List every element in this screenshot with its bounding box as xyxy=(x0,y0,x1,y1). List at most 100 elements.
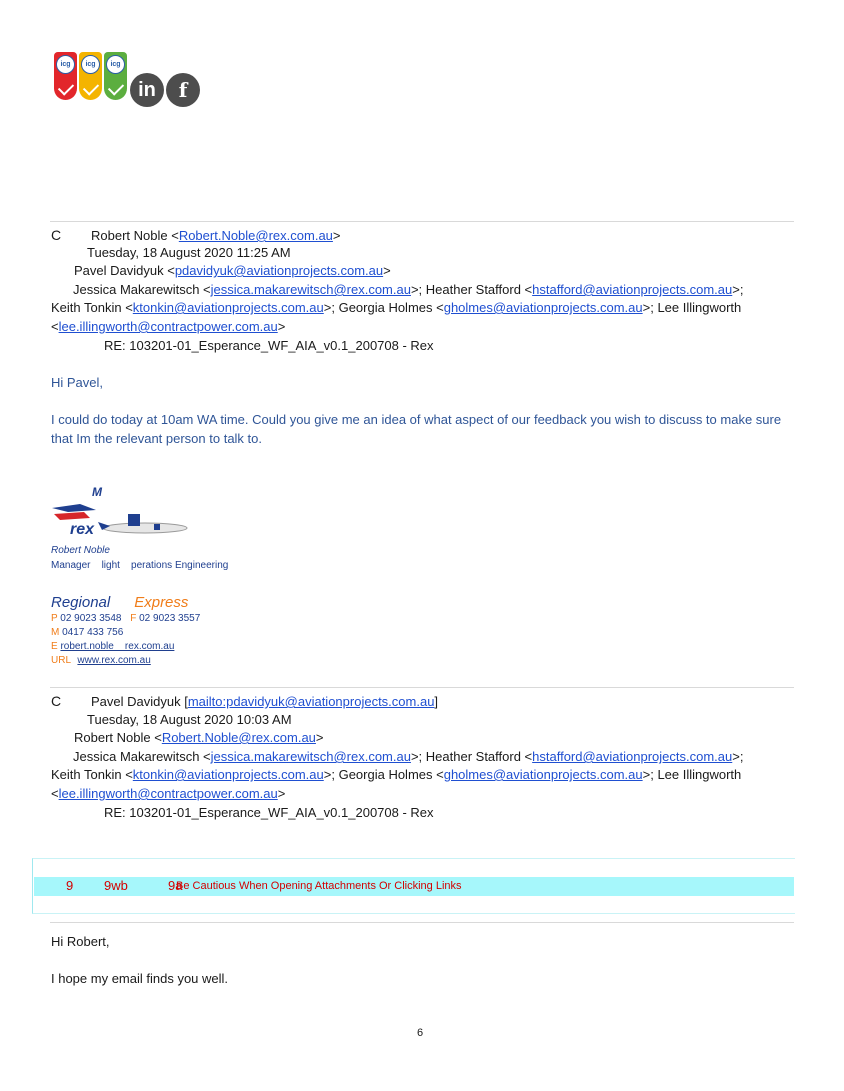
check-icon xyxy=(57,79,75,96)
email2-subject: RE: 103201-01_Esperance_WF_AIA_v0.1_2007… xyxy=(104,805,434,820)
email-line: E robert.noble rex.com.au xyxy=(51,641,190,653)
signature-url-link[interactable]: www.rex.com.au xyxy=(77,655,151,666)
cc-separator: >; Lee Illingworth xyxy=(642,300,742,315)
signature-email-link[interactable]: robert.noble rex.com.au xyxy=(60,641,175,652)
email2-cc-line2: Keith Tonkin <ktonkin@aviationprojects.c… xyxy=(51,766,741,784)
cc-email-link[interactable]: ktonkin@aviationprojects.com.au xyxy=(132,300,324,315)
facebook-icon[interactable]: f xyxy=(166,73,200,107)
fax-label: F xyxy=(130,613,137,624)
badge-label: icg xyxy=(106,55,125,74)
icg-badge-red: icg xyxy=(54,52,77,100)
icg-badge-green: icg xyxy=(104,52,127,100)
mobile-line: M 0417 433 756 xyxy=(51,627,123,639)
header-marker: C xyxy=(51,227,62,243)
page-number: 6 xyxy=(417,1027,424,1039)
recipient-email-link[interactable]: Robert.Noble@rex.com.au xyxy=(161,730,316,745)
bracket: > xyxy=(383,263,391,278)
bracket: > xyxy=(332,228,341,243)
email1-greeting: Hi Pavel, xyxy=(51,375,104,390)
recipient-name: Robert Noble < xyxy=(74,730,162,745)
bracket: > xyxy=(277,786,286,801)
warning-banner: 9 9wb 9a Be Cautious When Opening Attach… xyxy=(34,877,794,896)
email2-body: I hope my email finds you well. xyxy=(51,971,229,986)
cc-email-link[interactable]: hstafford@aviationprojects.com.au xyxy=(532,749,733,764)
signature-name: Robert Noble xyxy=(51,545,110,556)
email2-cc-line1: Jessica Makarewitsch <jessica.makarewits… xyxy=(73,748,743,766)
bracket: > xyxy=(315,730,324,745)
sender-name: Pavel Davidyuk [ xyxy=(91,694,188,709)
sender-email-link[interactable]: mailto:pdavidyuk@aviationprojects.com.au xyxy=(187,694,435,709)
rex-aircraft-logo: rex xyxy=(52,504,188,538)
bracket: < xyxy=(51,786,59,801)
phone-fax-line: P 02 9023 3548 F 02 9023 3557 xyxy=(51,613,200,625)
warning-banner-frame xyxy=(32,858,795,914)
bracket: ] xyxy=(434,694,439,709)
email2-cc-line3: <lee.illingworth@contractpower.com.au> xyxy=(51,785,285,803)
recipient-name: Pavel Davidyuk < xyxy=(74,263,175,278)
divider xyxy=(50,922,794,923)
cc-email-link[interactable]: lee.illingworth@contractpower.com.au xyxy=(58,786,278,801)
email1-cc-line1: Jessica Makarewitsch <jessica.makarewits… xyxy=(73,281,743,299)
warning-text: Be Cautious When Opening Attachments Or … xyxy=(176,880,462,892)
cc-separator: >; Georgia Holmes < xyxy=(323,767,444,782)
sender-email-link[interactable]: Robert.Noble@rex.com.au xyxy=(178,228,333,243)
check-icon xyxy=(107,79,125,96)
email-label: E xyxy=(51,641,58,652)
email2-greeting: Hi Robert, xyxy=(51,934,110,949)
cc-email-link[interactable]: gholmes@aviationprojects.com.au xyxy=(443,300,643,315)
cc-separator: >; Lee Illingworth xyxy=(642,767,742,782)
email1-cc-line2: Keith Tonkin <ktonkin@aviationprojects.c… xyxy=(51,299,741,317)
cc-name: Jessica Makarewitsch < xyxy=(73,749,211,764)
company-name-regional: Regional xyxy=(51,594,111,611)
cc-email-link[interactable]: ktonkin@aviationprojects.com.au xyxy=(132,767,324,782)
mobile-value: 0417 433 756 xyxy=(62,627,124,638)
mobile-label: M xyxy=(51,627,60,638)
url-line: URL www.rex.com.au xyxy=(51,655,167,667)
bracket: >; xyxy=(732,282,744,297)
warning-prefix: 9 xyxy=(66,878,74,893)
cc-separator: >; Heather Stafford < xyxy=(410,749,533,764)
cc-separator: >; Heather Stafford < xyxy=(410,282,533,297)
email2-from: C Pavel Davidyuk [mailto:pdavidyuk@aviati… xyxy=(51,692,438,711)
divider xyxy=(50,221,794,222)
phone-label: P xyxy=(51,613,58,624)
warning-prefix: 9wb xyxy=(104,878,128,893)
cc-email-link[interactable]: jessica.makarewitsch@rex.com.au xyxy=(210,282,411,297)
bracket: >; xyxy=(732,749,744,764)
email1-cc-line3: <lee.illingworth@contractpower.com.au> xyxy=(51,318,285,336)
cc-email-link[interactable]: gholmes@aviationprojects.com.au xyxy=(443,767,643,782)
email1-subject: RE: 103201-01_Esperance_WF_AIA_v0.1_2007… xyxy=(104,338,434,353)
icg-badge-yellow: icg xyxy=(79,52,102,100)
email1-to: Pavel Davidyuk <pdavidyuk@aviationprojec… xyxy=(74,262,391,280)
cc-email-link[interactable]: jessica.makarewitsch@rex.com.au xyxy=(210,749,411,764)
cc-name: Keith Tonkin < xyxy=(51,767,133,782)
cc-email-link[interactable]: hstafford@aviationprojects.com.au xyxy=(532,282,733,297)
svg-text:rex: rex xyxy=(70,521,95,538)
email2-to: Robert Noble <Robert.Noble@rex.com.au> xyxy=(74,729,324,747)
bracket: > xyxy=(277,319,286,334)
cc-email-link[interactable]: lee.illingworth@contractpower.com.au xyxy=(58,319,278,334)
bracket: < xyxy=(51,319,59,334)
linkedin-icon[interactable]: in xyxy=(130,73,164,107)
badge-label: icg xyxy=(81,55,100,74)
cc-name: Keith Tonkin < xyxy=(51,300,133,315)
email1-body: I could do today at 10am WA time. Could … xyxy=(51,412,782,446)
check-icon xyxy=(82,79,100,96)
header-marker: C xyxy=(51,693,62,709)
signature-m-mark: M xyxy=(92,485,102,499)
badge-label: icg xyxy=(56,55,75,74)
email1-from: C Robert Noble <Robert.Noble@rex.com.au> xyxy=(51,226,341,245)
cc-separator: >; Georgia Holmes < xyxy=(323,300,444,315)
signature-title: Manager light perations Engineering xyxy=(51,560,229,571)
email1-date: Tuesday, 18 August 2020 11:25 AM xyxy=(87,245,291,260)
phone-value: 02 9023 3548 xyxy=(60,613,122,624)
fax-value: 02 9023 3557 xyxy=(139,613,201,624)
warning-prefix: 9a xyxy=(168,878,183,893)
recipient-email-link[interactable]: pdavidyuk@aviationprojects.com.au xyxy=(174,263,384,278)
cc-name: Jessica Makarewitsch < xyxy=(73,282,211,297)
logo-strip: icg icg icg in f xyxy=(54,52,204,108)
email2-date: Tuesday, 18 August 2020 10:03 AM xyxy=(87,712,292,727)
sender-name: Robert Noble < xyxy=(91,228,179,243)
divider xyxy=(50,687,794,688)
